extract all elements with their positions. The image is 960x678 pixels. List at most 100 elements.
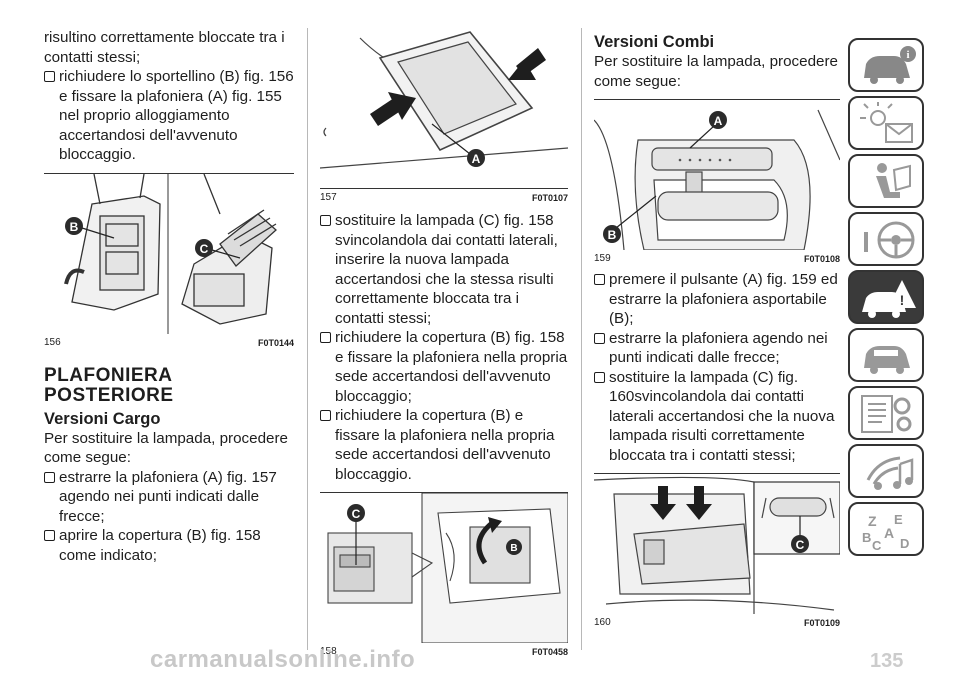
column-3: Versioni Combi Per sostituire la lampada… bbox=[594, 28, 840, 630]
svg-text:D: D bbox=[900, 536, 909, 551]
svg-text:A: A bbox=[884, 525, 894, 541]
maintenance-car-icon bbox=[864, 346, 910, 374]
figure-160-image: C bbox=[594, 474, 840, 614]
watermark: carmanualsonline.info bbox=[150, 646, 416, 673]
svg-text:!: ! bbox=[900, 292, 905, 308]
figure-code: F0T0458 bbox=[531, 647, 568, 657]
column-divider bbox=[307, 28, 308, 650]
figure-number: 160 bbox=[594, 617, 611, 628]
label-c: C bbox=[352, 507, 361, 521]
intro-text: risultino correttamente bloccate tra i c… bbox=[44, 29, 285, 66]
figure-159: A B 159 F0T0108 bbox=[594, 99, 840, 266]
bullet-text: aprire la copertura (B) fig. 158 come in… bbox=[59, 527, 261, 564]
figure-code: F0T0109 bbox=[803, 618, 840, 628]
bullet-box-icon bbox=[594, 274, 605, 285]
figure-156-caption: 156 F0T0144 bbox=[44, 334, 294, 350]
steering-wheel-icon bbox=[864, 221, 915, 259]
tab-technical-data[interactable] bbox=[848, 386, 924, 440]
bullet-text: richiudere lo sportellino (B) fig. 156 e… bbox=[59, 68, 294, 163]
bullet-box-icon bbox=[44, 71, 55, 82]
bullet-box-icon bbox=[44, 471, 55, 483]
figure-code: F0T0108 bbox=[803, 254, 840, 264]
tab-driving[interactable] bbox=[848, 212, 924, 266]
column-1: risultino correttamente bloccate tra i c… bbox=[44, 28, 294, 565]
bullet-box-icon bbox=[320, 332, 331, 343]
bullet-item: richiudere lo sportellino (B) fig. 156 e… bbox=[44, 67, 294, 165]
label-b: B bbox=[70, 220, 79, 234]
section-heading: PLAFONIERA POSTERIORE bbox=[44, 364, 174, 406]
warning-lights-icon bbox=[860, 102, 913, 143]
figure-156-image: B C bbox=[44, 173, 294, 334]
figure-157-caption: 157 F0T0107 bbox=[320, 188, 568, 205]
seat-airbag-icon bbox=[876, 163, 911, 198]
bullet-box-icon bbox=[320, 215, 331, 226]
bullet-item: richiudere la copertura (B) e fissare la… bbox=[320, 406, 568, 484]
figure-158-caption: 158 F0T0458 bbox=[320, 643, 568, 659]
svg-text:Z: Z bbox=[868, 513, 877, 529]
figure-code: F0T0144 bbox=[257, 337, 294, 348]
tab-maintenance[interactable] bbox=[848, 328, 924, 382]
tab-emergency[interactable]: ! bbox=[848, 270, 924, 324]
bullet-box-icon bbox=[44, 530, 55, 541]
tab-car-info[interactable]: i bbox=[848, 38, 924, 92]
figure-158: C B 158 F0T0458 bbox=[320, 492, 568, 659]
intro-text: Per sostituire la lampada, procedere com… bbox=[594, 53, 838, 90]
label-c: C bbox=[200, 242, 209, 256]
intro-text-2: Per sostituire la lampada, procedere com… bbox=[44, 429, 288, 467]
bullet-text: premere il pulsante (A) fig. 159 ed estr… bbox=[609, 271, 838, 327]
label-c: C bbox=[796, 538, 805, 552]
label-a: A bbox=[714, 114, 723, 128]
bullet-text: estrarre la plafoniera agendo nei punti … bbox=[609, 329, 828, 367]
bullet-text: sostituire la lampada (C) fig. 158 svinc… bbox=[335, 212, 558, 327]
bullet-item: aprire la copertura (B) fig. 158 come in… bbox=[44, 526, 294, 565]
subsection-heading: Versioni Combi bbox=[594, 33, 715, 51]
column-2: A 157 F0T0107 sostituire la lampada (C) … bbox=[320, 28, 568, 659]
bullet-item: sostituire la lampada (C) fig. 160svinco… bbox=[594, 368, 840, 466]
car-info-icon: i bbox=[864, 46, 916, 84]
figure-158-image: C B bbox=[320, 493, 568, 643]
bullet-text: sostituire la lampada (C) fig. 160svinco… bbox=[609, 368, 835, 464]
bullet-box-icon bbox=[594, 371, 605, 383]
bullet-item: estrarre la plafoniera agendo nei punti … bbox=[594, 329, 840, 368]
bullet-box-icon bbox=[320, 410, 331, 421]
figure-159-image: A B bbox=[594, 100, 840, 250]
breakdown-icon: ! bbox=[862, 280, 916, 318]
tab-warning-lights[interactable] bbox=[848, 96, 924, 150]
svg-text:E: E bbox=[894, 512, 903, 527]
figure-number: 159 bbox=[594, 253, 611, 264]
tab-safety[interactable] bbox=[848, 154, 924, 208]
figure-number: 157 bbox=[320, 192, 337, 203]
subsection-heading: Versioni Cargo bbox=[44, 409, 161, 428]
bullet-item: premere il pulsante (A) fig. 159 ed estr… bbox=[594, 270, 840, 329]
bullet-item: sostituire la lampada (C) fig. 158 svinc… bbox=[320, 211, 568, 328]
page-number: 135 bbox=[870, 650, 904, 672]
label-b: B bbox=[510, 543, 517, 554]
figure-157-image: A bbox=[320, 28, 568, 188]
bullet-item: estrarre la plafoniera (A) fig. 157 agen… bbox=[44, 468, 294, 527]
figure-159-caption: 159 F0T0108 bbox=[594, 250, 840, 266]
figure-number: 158 bbox=[320, 646, 337, 657]
figure-code: F0T0107 bbox=[531, 193, 568, 203]
figure-160: C 160 F0T0109 bbox=[594, 473, 840, 630]
svg-text:C: C bbox=[872, 538, 882, 552]
bullet-text: estrarre la plafoniera (A) fig. 157 agen… bbox=[59, 468, 277, 525]
label-b: B bbox=[608, 228, 617, 242]
tab-multimedia[interactable] bbox=[848, 444, 924, 498]
bullet-item: richiudere la copertura (B) fig. 158 e f… bbox=[320, 328, 568, 406]
bullet-box-icon bbox=[594, 332, 605, 344]
technical-data-icon bbox=[861, 395, 912, 433]
label-a: A bbox=[472, 152, 481, 166]
figure-156: B C 156 F0T0144 bbox=[44, 172, 294, 350]
column-divider bbox=[581, 28, 582, 650]
multimedia-icon bbox=[866, 456, 914, 490]
svg-text:i: i bbox=[906, 49, 909, 61]
figure-number: 156 bbox=[44, 336, 61, 348]
svg-text:B: B bbox=[862, 530, 871, 545]
bullet-text: richiudere la copertura (B) e fissare la… bbox=[335, 407, 555, 483]
figure-157: A 157 F0T0107 bbox=[320, 28, 568, 205]
figure-160-caption: 160 F0T0109 bbox=[594, 614, 840, 630]
bullet-text: richiudere la copertura (B) fig. 158 e f… bbox=[335, 329, 568, 405]
